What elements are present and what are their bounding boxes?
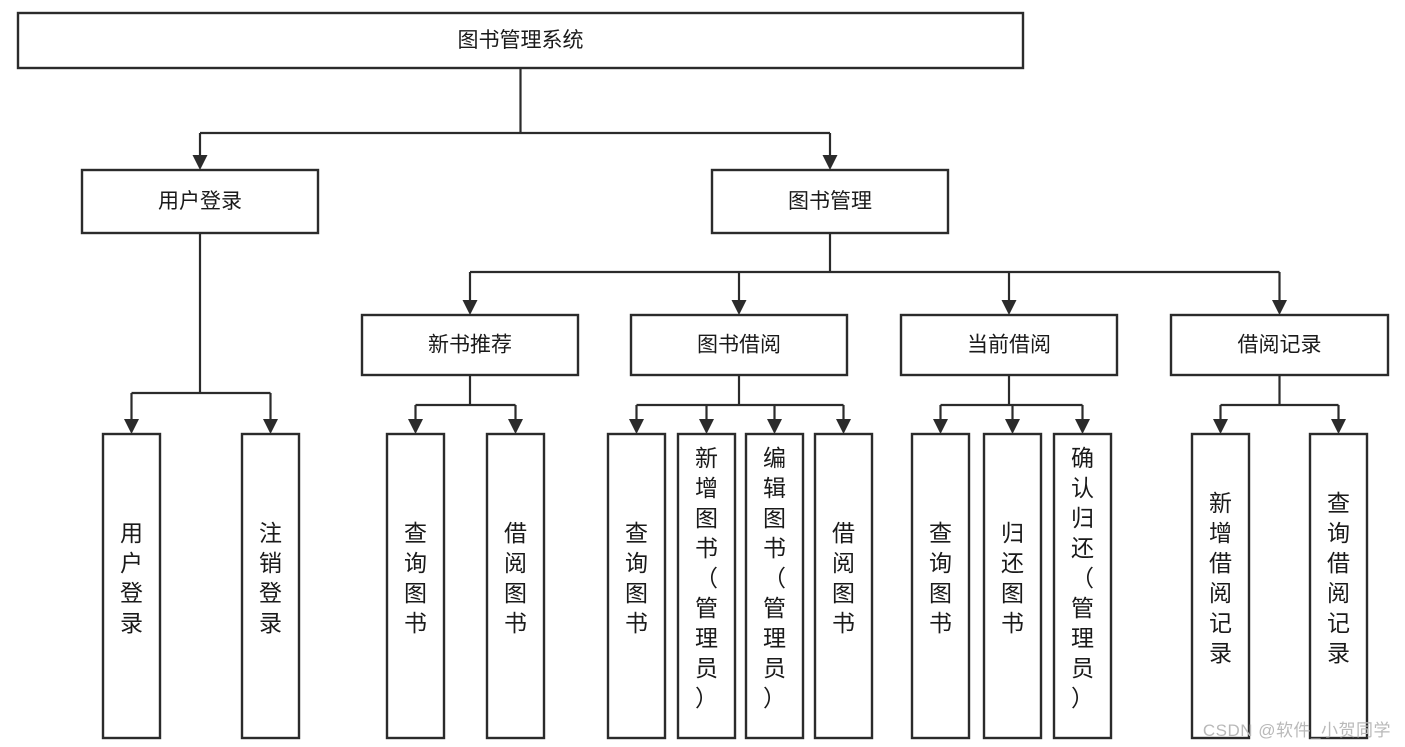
node-box	[1190, 432, 1251, 740]
node-level3-3[interactable]: 借阅记录	[1169, 313, 1390, 377]
node-box	[360, 313, 580, 377]
node-box	[1169, 313, 1390, 377]
arrow-head-icon	[192, 155, 208, 170]
node-label: 查询借阅记录	[1327, 490, 1350, 666]
node-box	[899, 313, 1119, 377]
node-box	[676, 432, 737, 740]
node-box	[744, 432, 805, 740]
node-label: 用户登录	[120, 520, 143, 636]
node-box	[982, 432, 1043, 740]
node-leaf-0[interactable]: 用户登录	[101, 432, 162, 740]
node-label: 编辑图书（管理员）	[763, 445, 786, 711]
arrow-head-icon	[1272, 300, 1287, 315]
arrow-head-icon	[124, 419, 139, 434]
arrow-head-icon	[699, 419, 714, 434]
node-label: 借阅图书	[832, 520, 855, 636]
node-box	[1308, 432, 1369, 740]
node-leaf-7[interactable]: 借阅图书	[813, 432, 874, 740]
connector-parent-用户登录	[124, 233, 278, 434]
node-label: 归还图书	[1001, 520, 1024, 636]
arrow-head-icon	[1213, 419, 1228, 434]
node-box	[101, 432, 162, 740]
arrow-head-icon	[629, 419, 644, 434]
node-leaf-4[interactable]: 查询图书	[606, 432, 667, 740]
arrow-head-icon	[408, 419, 423, 434]
arrow-head-icon	[1331, 419, 1346, 434]
node-leaf-9[interactable]: 归还图书	[982, 432, 1043, 740]
connector-parent-当前借阅	[933, 375, 1090, 434]
connector-parent-借阅记录	[1213, 375, 1346, 434]
arrow-head-icon	[767, 419, 782, 434]
node-level3-2[interactable]: 当前借阅	[899, 313, 1119, 377]
node-label: 新增借阅记录	[1209, 490, 1232, 666]
node-leaf-6[interactable]: 编辑图书（管理员）	[744, 432, 805, 740]
arrow-head-icon	[933, 419, 948, 434]
arrow-head-icon	[731, 300, 747, 315]
node-label: 确认归还（管理员）	[1071, 445, 1094, 711]
connector-parent-图书借阅	[629, 375, 851, 434]
node-label: 图书管理系统	[458, 29, 584, 52]
node-label: 图书管理	[788, 190, 872, 213]
node-label: 注销登录	[259, 520, 282, 636]
node-box	[1052, 432, 1113, 740]
node-label: 查询图书	[929, 520, 952, 636]
node-leaf-11[interactable]: 新增借阅记录	[1190, 432, 1251, 740]
node-box	[710, 168, 950, 235]
arrow-head-icon	[462, 300, 478, 315]
arrow-head-icon	[822, 155, 838, 170]
node-box	[629, 313, 849, 377]
node-box	[385, 432, 446, 740]
node-label: 当前借阅	[967, 334, 1051, 357]
node-leaf-3[interactable]: 借阅图书	[485, 432, 546, 740]
arrow-head-icon	[1001, 300, 1017, 315]
node-root-0[interactable]: 图书管理系统	[16, 11, 1025, 70]
connector-layer	[124, 68, 1346, 434]
node-box	[80, 168, 320, 235]
node-label: 图书借阅	[697, 334, 781, 357]
connector-root-to-level2	[192, 68, 838, 170]
node-leaf-12[interactable]: 查询借阅记录	[1308, 432, 1369, 740]
node-leaf-5[interactable]: 新增图书（管理员）	[676, 432, 737, 740]
node-leaf-2[interactable]: 查询图书	[385, 432, 446, 740]
arrow-head-icon	[1075, 419, 1090, 434]
node-label: 查询图书	[404, 520, 427, 636]
connector-book-mgmt-to-level3	[462, 233, 1287, 315]
node-box	[606, 432, 667, 740]
connector-parent-新书推荐	[408, 375, 523, 434]
node-label: 查询图书	[625, 520, 648, 636]
node-level2-0[interactable]: 用户登录	[80, 168, 320, 235]
node-label: 新增图书（管理员）	[695, 445, 718, 711]
arrow-head-icon	[1005, 419, 1020, 434]
node-box	[813, 432, 874, 740]
node-level3-0[interactable]: 新书推荐	[360, 313, 580, 377]
node-label: 借阅记录	[1238, 334, 1322, 357]
node-leaf-8[interactable]: 查询图书	[910, 432, 971, 740]
node-level3-1[interactable]: 图书借阅	[629, 313, 849, 377]
node-leaf-10[interactable]: 确认归还（管理员）	[1052, 432, 1113, 740]
arrow-head-icon	[263, 419, 278, 434]
node-label: 借阅图书	[504, 520, 527, 636]
node-label: 新书推荐	[428, 334, 512, 357]
node-label: 用户登录	[158, 190, 242, 213]
node-level2-1[interactable]: 图书管理	[710, 168, 950, 235]
node-box	[16, 11, 1025, 70]
arrow-head-icon	[508, 419, 523, 434]
arrow-head-icon	[836, 419, 851, 434]
node-layer: 图书管理系统用户登录图书管理新书推荐图书借阅当前借阅借阅记录用户登录注销登录查询…	[16, 11, 1390, 740]
node-box	[485, 432, 546, 740]
node-leaf-1[interactable]: 注销登录	[240, 432, 301, 740]
node-box	[240, 432, 301, 740]
node-box	[910, 432, 971, 740]
